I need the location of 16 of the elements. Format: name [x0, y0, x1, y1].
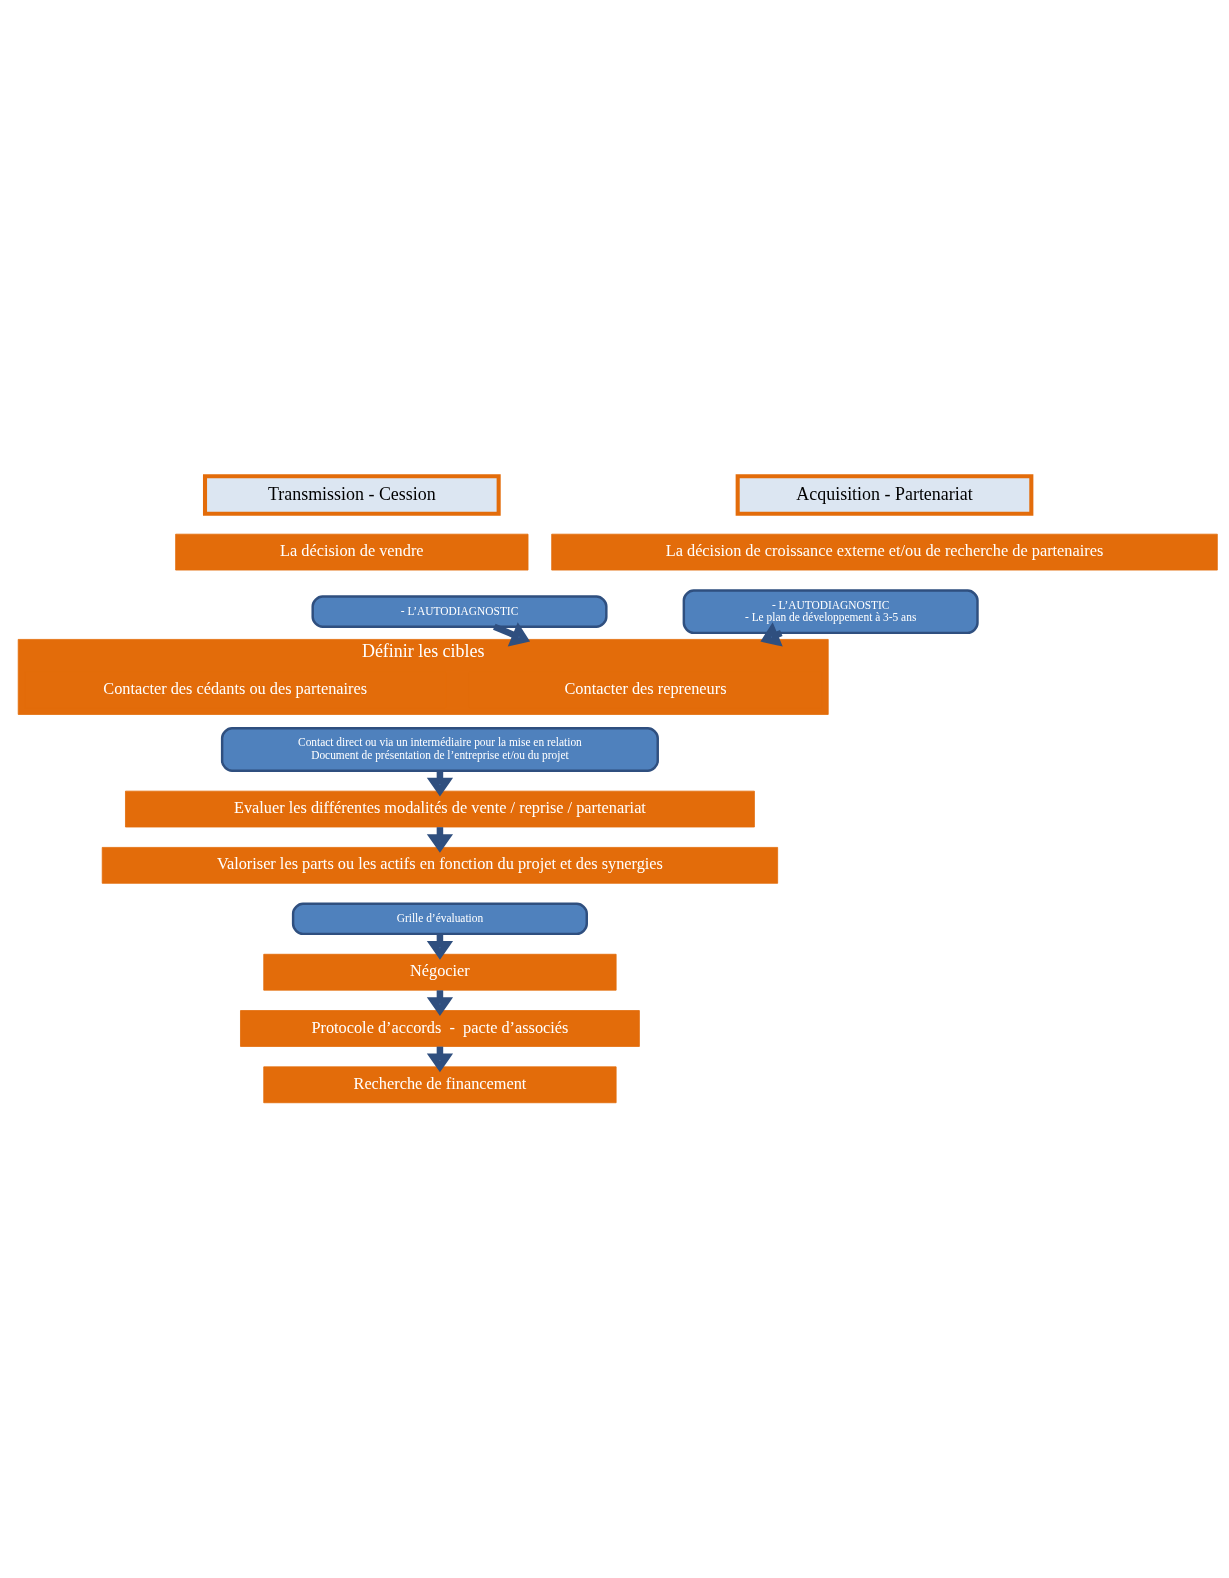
node-box: Acquisition - Partenariat	[735, 473, 1034, 516]
node-box: Protocole d’accords - pacte d’associés	[240, 1009, 640, 1047]
arrow	[493, 621, 531, 647]
node-box: - L’AUTODIAGNOSTIC	[311, 594, 608, 628]
node-box: Négocier	[263, 953, 617, 991]
node-box: Transmission - Cession	[202, 473, 501, 516]
node-text: Contacter des repreneurs	[564, 678, 727, 698]
node-box: Valoriser les parts ou les actifs en fonction du projet et des synergies	[101, 846, 779, 884]
node-box: La décision de croissance externe et/ou de recherche de partenaires	[551, 533, 1218, 570]
node-box: La décision de vendre	[175, 533, 529, 570]
node-box: Evaluer les différentes modalités de vente / reprise / partenariat	[125, 790, 755, 827]
node-box: Grille d’évaluation	[291, 901, 588, 935]
node-box: - L’AUTODIAGNOSTIC - Le plan de développement à 3-5 ans	[682, 588, 979, 634]
node-box: Recherche de financement	[263, 1065, 617, 1103]
node-text: Contacter des cédants ou des partenaires	[103, 678, 368, 698]
node-box: Contact direct ou via un intermédiaire pour la mise en relation Document de présentation de l’entreprise et/ou du projet	[220, 726, 659, 772]
